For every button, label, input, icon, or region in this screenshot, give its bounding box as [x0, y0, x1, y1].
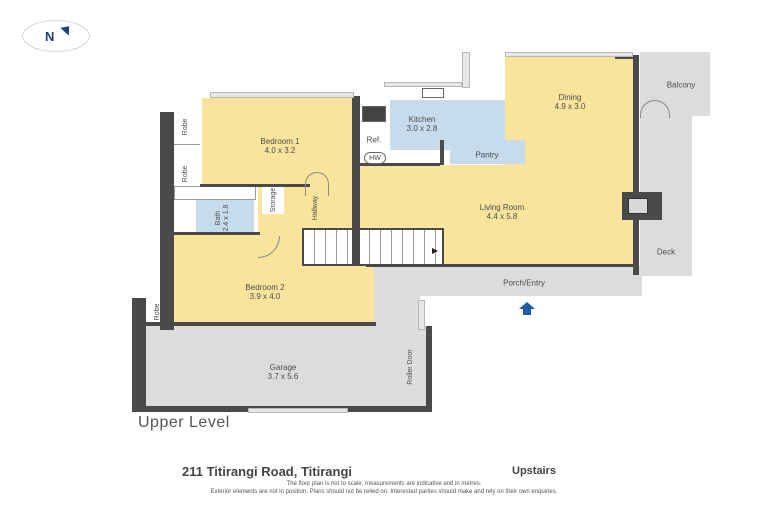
entry-arrow-icon — [519, 302, 535, 309]
robe-upper — [174, 114, 200, 145]
window — [248, 408, 348, 413]
side-entry-area — [372, 266, 420, 326]
wall — [440, 140, 444, 165]
stove — [362, 106, 386, 122]
wall — [633, 55, 639, 275]
robe-label: Robe — [182, 118, 189, 136]
wall — [200, 184, 310, 187]
deck-label: Deck — [656, 247, 676, 257]
window — [505, 52, 633, 57]
pantry-label: Pantry — [475, 150, 499, 160]
property-address: 211 Titirangi Road, Titirangi — [182, 464, 353, 479]
robe-lower — [174, 165, 200, 185]
level-label: Upper Level — [138, 414, 230, 431]
wall — [160, 112, 174, 330]
window — [384, 82, 462, 87]
bath-room — [196, 200, 254, 234]
staircase — [302, 228, 444, 266]
bedroom-1-room — [202, 98, 358, 184]
bath-tub-area — [174, 186, 256, 200]
wall — [360, 163, 440, 166]
fireplace-hearth — [628, 198, 648, 214]
wall — [426, 326, 432, 412]
floor-name: Upstairs — [512, 465, 557, 477]
entry-arrow-stem — [523, 309, 531, 315]
disclaimer-line-2: Exterior elements are not in position. P… — [210, 489, 558, 495]
sink — [422, 88, 444, 98]
north-arrow-icon — [60, 26, 71, 37]
wall — [352, 96, 360, 266]
wall — [366, 264, 636, 267]
storage-label: Storage — [270, 187, 277, 213]
storage-area — [262, 186, 284, 214]
porch-label: Porch/Entry — [503, 278, 545, 288]
kitchen-room-lower — [390, 140, 450, 150]
disclaimer-line-1: The floor plan is not to scale; measurem… — [286, 481, 482, 487]
hallway-label: Hallway — [312, 195, 319, 221]
wall — [172, 232, 260, 235]
ref-label: Ref. — [366, 135, 382, 145]
garage-room — [146, 326, 426, 408]
window — [462, 52, 470, 88]
hot-water-cylinder: HW — [364, 152, 386, 164]
compass: N — [22, 20, 90, 52]
robe-label: Robe — [182, 165, 189, 183]
dining-room — [505, 55, 635, 165]
stair-direction-arrow-icon — [432, 248, 438, 254]
window — [210, 92, 354, 98]
pantry-room — [450, 140, 525, 164]
window — [418, 300, 425, 330]
robe-middle — [174, 145, 200, 166]
robe-label: Robe — [154, 303, 161, 321]
hallway-door — [305, 172, 329, 196]
wall — [146, 322, 376, 326]
wall — [615, 55, 637, 59]
roller-door-label: Roller Door — [407, 349, 414, 385]
wall — [132, 298, 146, 410]
kitchen-room — [390, 100, 505, 140]
compass-north-label: N — [45, 29, 55, 44]
balcony-label: Balcony — [666, 80, 696, 90]
